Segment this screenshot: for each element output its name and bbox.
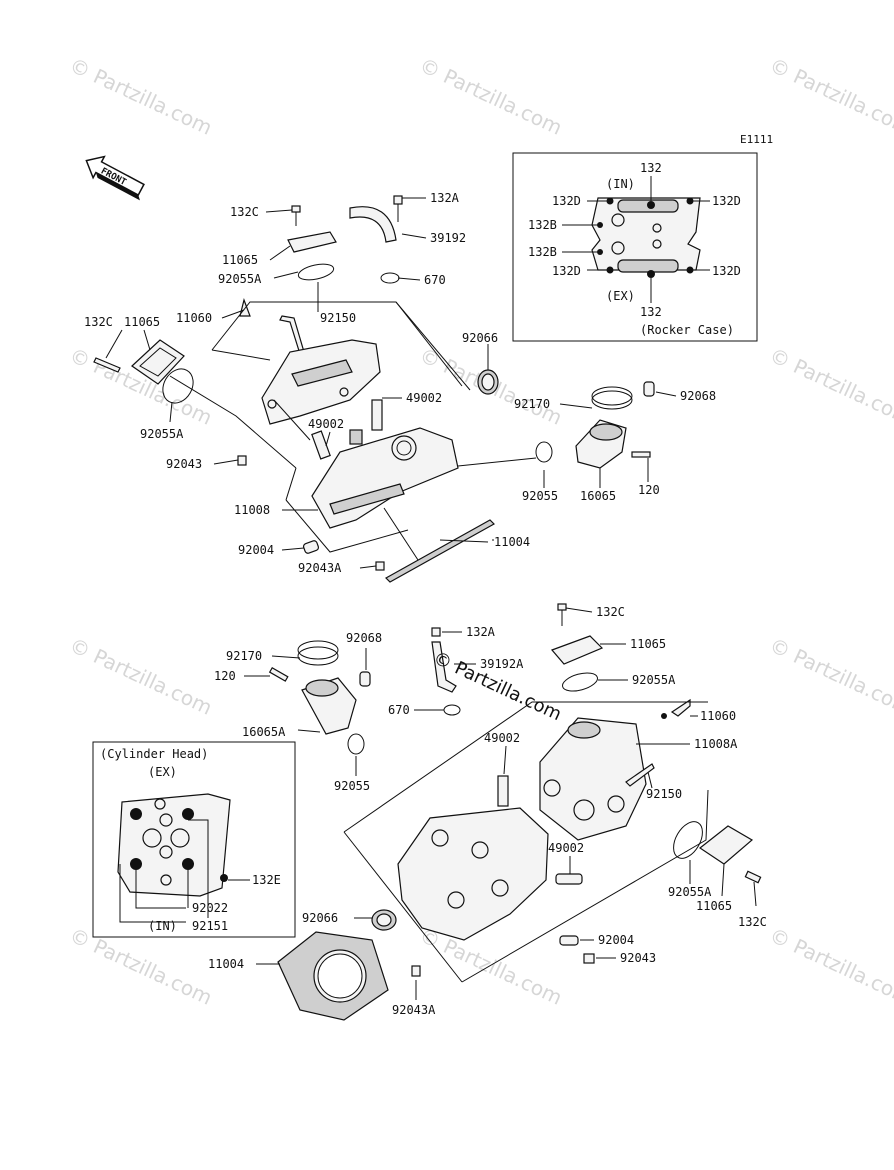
part-label: 11004: [494, 535, 530, 549]
part-label: 11065: [630, 637, 666, 651]
part-label: 11004: [208, 957, 244, 971]
part-label: 120: [214, 669, 236, 683]
upper-assembly: 132C 132A 39192 11065 92055A 670 11060 9…: [84, 191, 716, 583]
part-label: 11008A: [694, 737, 738, 751]
watermark: © Partzilla.com: [66, 343, 216, 430]
part-label: 92022: [192, 901, 228, 915]
watermark: © Partzilla.com: [66, 633, 216, 720]
part-label: 11065: [222, 253, 258, 267]
inset-caption: (Cylinder Head): [100, 747, 208, 761]
part-label: 92004: [238, 543, 274, 557]
part-label: 92043A: [392, 1003, 436, 1017]
part-label: 92004: [598, 933, 634, 947]
part-label: 132D: [552, 194, 581, 208]
part-label: 92055A: [140, 427, 184, 441]
part-label: 132A: [430, 191, 460, 205]
part-label: 132C: [596, 605, 625, 619]
part-label: 92043: [166, 457, 202, 471]
part-label: 49002: [406, 391, 442, 405]
part-label: 132D: [552, 264, 581, 278]
part-label: 92066: [302, 911, 338, 925]
part-label: 39192: [430, 231, 466, 245]
part-label: 11060: [176, 311, 212, 325]
diagram-code: E1111: [740, 133, 773, 146]
part-label: 11065: [696, 899, 732, 913]
watermark: © Partzilla.com: [66, 923, 216, 1010]
part-label: 132: [640, 161, 662, 175]
watermark: © Partzilla.com: [766, 53, 894, 140]
part-label: 11060: [700, 709, 736, 723]
part-label: 132C: [738, 915, 767, 929]
part-label: 92055A: [218, 272, 262, 286]
part-label: 132E: [252, 873, 281, 887]
part-label: 92055: [334, 779, 370, 793]
part-label: 39192A: [480, 657, 524, 671]
part-label: 49002: [308, 417, 344, 431]
part-label: 92170: [514, 397, 550, 411]
front-arrow-icon: FRONT: [85, 155, 145, 201]
part-label: 92151: [192, 919, 228, 933]
watermark: © Partzilla.com: [416, 923, 566, 1010]
part-label: 92066: [462, 331, 498, 345]
watermark: © Partzilla.com: [416, 53, 566, 140]
part-label: 132C: [230, 205, 259, 219]
part-label: 49002: [484, 731, 520, 745]
lower-assembly: 132C 132A 11065 92170 92068 39192A 120 9…: [208, 603, 767, 1021]
watermark: © Partzilla.com: [766, 343, 894, 430]
part-label: 11008: [234, 503, 270, 517]
cylinder-head-inset: (Cylinder Head) (EX) 132E 92022 (IN) 921…: [92, 741, 296, 938]
rocker-case-inset: 132 (IN) 132D 132D 132B 132B 132D 132D (…: [512, 152, 758, 342]
part-label: 11065: [124, 315, 160, 329]
part-label: 120: [638, 483, 660, 497]
part-label: 132: [640, 305, 662, 319]
part-label: 92068: [680, 389, 716, 403]
in-label: (IN): [148, 919, 177, 933]
part-label: 16065A: [242, 725, 286, 739]
part-label: 92150: [646, 787, 682, 801]
part-label: 132A: [466, 625, 496, 639]
part-label: 92043: [620, 951, 656, 965]
watermark: © Partzilla.com: [766, 633, 894, 720]
inset-caption: (Rocker Case): [640, 323, 734, 337]
in-label: (IN): [606, 177, 635, 191]
ex-label: (EX): [148, 765, 177, 779]
part-label: 132D: [712, 194, 741, 208]
part-label: 16065: [580, 489, 616, 503]
part-label: 92150: [320, 311, 356, 325]
part-label: 92170: [226, 649, 262, 663]
watermark: © Partzilla.com: [766, 923, 894, 1010]
part-label: 92055A: [668, 885, 712, 899]
part-label: 670: [388, 703, 410, 717]
part-label: 132B: [528, 218, 557, 232]
part-label: 49002: [548, 841, 584, 855]
part-label: 92043A: [298, 561, 342, 575]
part-label: 132B: [528, 245, 557, 259]
ex-label: (EX): [606, 289, 635, 303]
part-label: 670: [424, 273, 446, 287]
watermark: © Partzilla.com: [66, 53, 216, 140]
part-label: 92068: [346, 631, 382, 645]
part-label: 132D: [712, 264, 741, 278]
part-label: 92055: [522, 489, 558, 503]
part-label: 132C: [84, 315, 113, 329]
part-label: 92055A: [632, 673, 676, 687]
